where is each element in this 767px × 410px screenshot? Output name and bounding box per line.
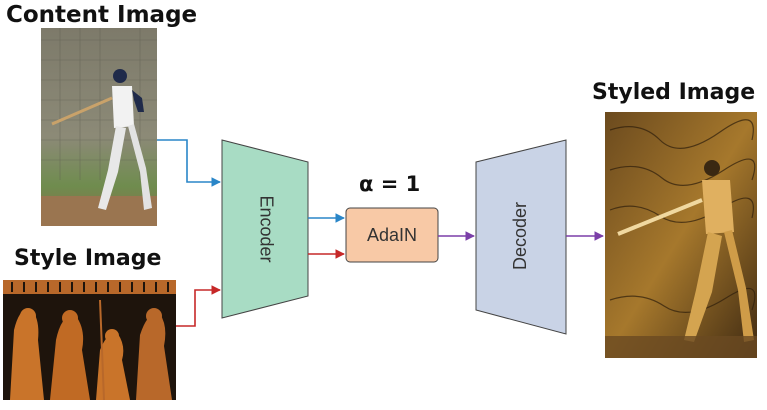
- content-image: [41, 28, 157, 226]
- decoder-label: Decoder: [510, 202, 530, 270]
- content-image-title: Content Image: [6, 2, 198, 28]
- encoder-label: Encoder: [256, 195, 276, 262]
- style-image-title: Style Image: [14, 246, 162, 271]
- alpha-label: α = 1: [359, 172, 421, 196]
- adain-label: AdaIN: [367, 225, 417, 245]
- style-image: [3, 280, 176, 401]
- style-arrow: [176, 285, 221, 327]
- styled-image-title: Styled Image: [592, 80, 756, 105]
- adain-block: AdaIN: [345, 207, 439, 263]
- encoder-block: Encoder: [221, 139, 309, 319]
- content-arrow: [157, 139, 221, 187]
- styled-image: [605, 112, 757, 358]
- decoder-block: Decoder: [475, 139, 567, 335]
